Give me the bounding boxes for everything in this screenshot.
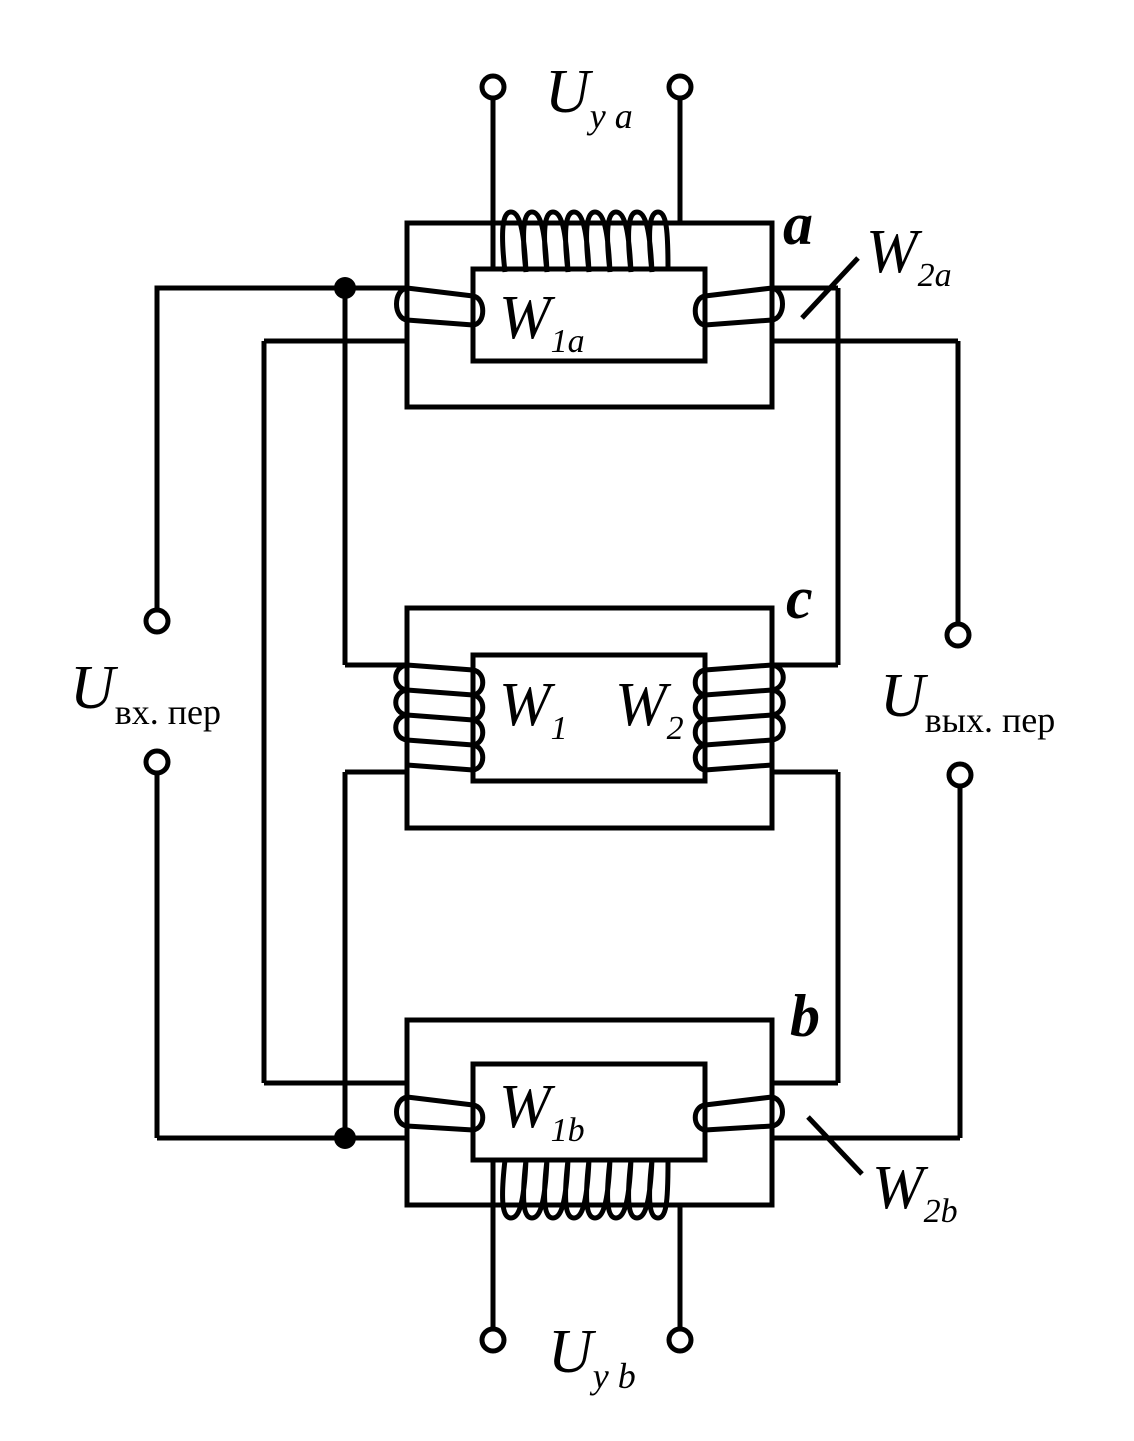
- label-w2: W2: [615, 671, 684, 747]
- control-winding-b: [490, 1159, 683, 1328]
- winding-w1b: [157, 1080, 486, 1141]
- label-w1: W1: [499, 671, 568, 747]
- terminal-uyb-left: [479, 1326, 507, 1354]
- label-core-c: c: [786, 565, 813, 631]
- label-w2a: W2a: [866, 218, 952, 294]
- winding-w2b: [692, 1080, 960, 1141]
- terminal-input-top: [143, 607, 171, 635]
- label-uya: Uy a: [545, 58, 633, 136]
- junction-dot-bottom: [334, 1127, 356, 1149]
- terminal-uya-left: [479, 73, 507, 101]
- label-w2b: W2b: [872, 1154, 958, 1230]
- label-w1a: W1a: [499, 284, 585, 360]
- label-w1b: W1b: [499, 1073, 585, 1149]
- terminal-uyb-right: [666, 1326, 694, 1354]
- terminal-input-bottom: [143, 748, 171, 776]
- label-uyb: Uy b: [548, 1318, 636, 1396]
- label-core-b: b: [790, 983, 820, 1049]
- winding-w1: [345, 662, 486, 775]
- junction-dot-top: [334, 277, 356, 299]
- label-uin: Uвх. пер: [70, 654, 221, 732]
- winding-w2: [692, 662, 838, 775]
- wiring: [154, 256, 963, 1176]
- terminal-output-bottom: [946, 761, 974, 789]
- control-winding-a: [490, 98, 683, 273]
- terminal-uya-right: [666, 73, 694, 101]
- label-core-a: a: [783, 191, 813, 257]
- terminal-output-top: [944, 621, 972, 649]
- winding-w1a: [264, 285, 486, 344]
- label-uout: Uвых. пер: [880, 662, 1055, 740]
- winding-w2a: [692, 285, 958, 344]
